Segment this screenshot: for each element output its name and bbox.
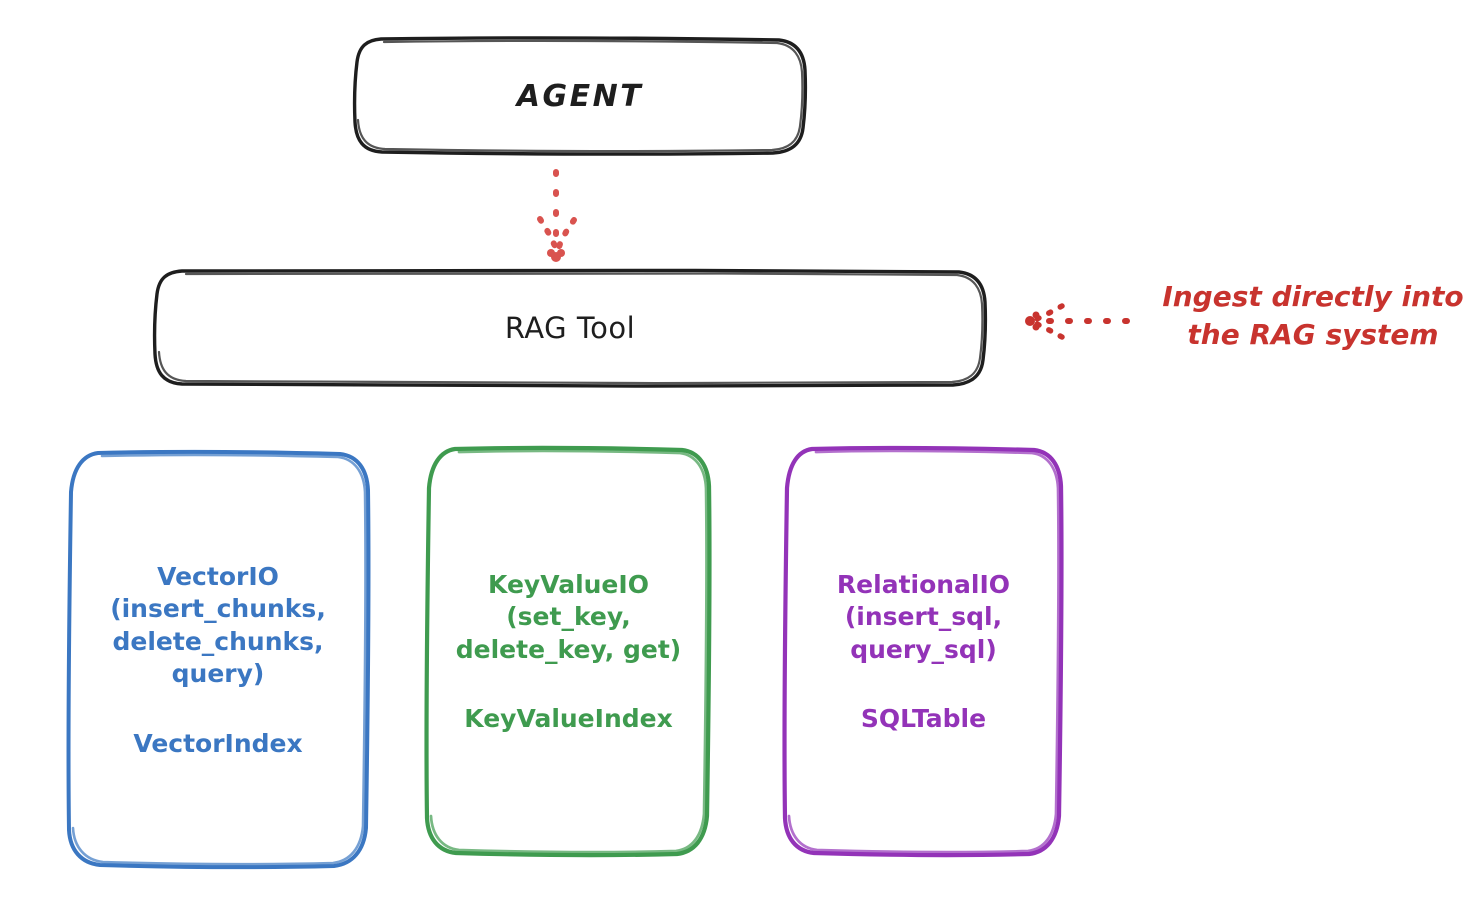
agent-label: AGENT	[516, 78, 644, 114]
rag-tool-label: RAG Tool	[504, 311, 636, 345]
vector-io-api-label: VectorIO (insert_chunks, delete_chunks, …	[110, 561, 326, 689]
agent-node[interactable]: AGENT	[355, 38, 805, 154]
relational-io-api-label: RelationalIO (insert_sql, query_sql)	[836, 569, 1011, 664]
sql-table-label: SQLTable	[860, 704, 987, 734]
vector-index-label: VectorIndex	[133, 728, 303, 758]
key-value-index-label: KeyValueIndex	[464, 704, 673, 734]
connector-ingest-arrow	[1025, 303, 1130, 340]
relational-io-node[interactable]: RelationalIO (insert_sql, query_sql) SQL…	[785, 448, 1062, 854]
connector-agent-to-rag-tool	[537, 169, 577, 262]
vector-io-node[interactable]: VectorIO (insert_chunks, delete_chunks, …	[68, 452, 368, 866]
rag-tool-node[interactable]: RAG Tool	[155, 270, 985, 386]
key-value-io-node[interactable]: KeyValueIO (set_key, delete_key, get) Ke…	[427, 448, 710, 854]
ingest-annotation-text: Ingest directly into the RAG system	[1162, 280, 1464, 351]
key-value-io-api-label: KeyValueIO (set_key, delete_key, get)	[455, 569, 682, 664]
